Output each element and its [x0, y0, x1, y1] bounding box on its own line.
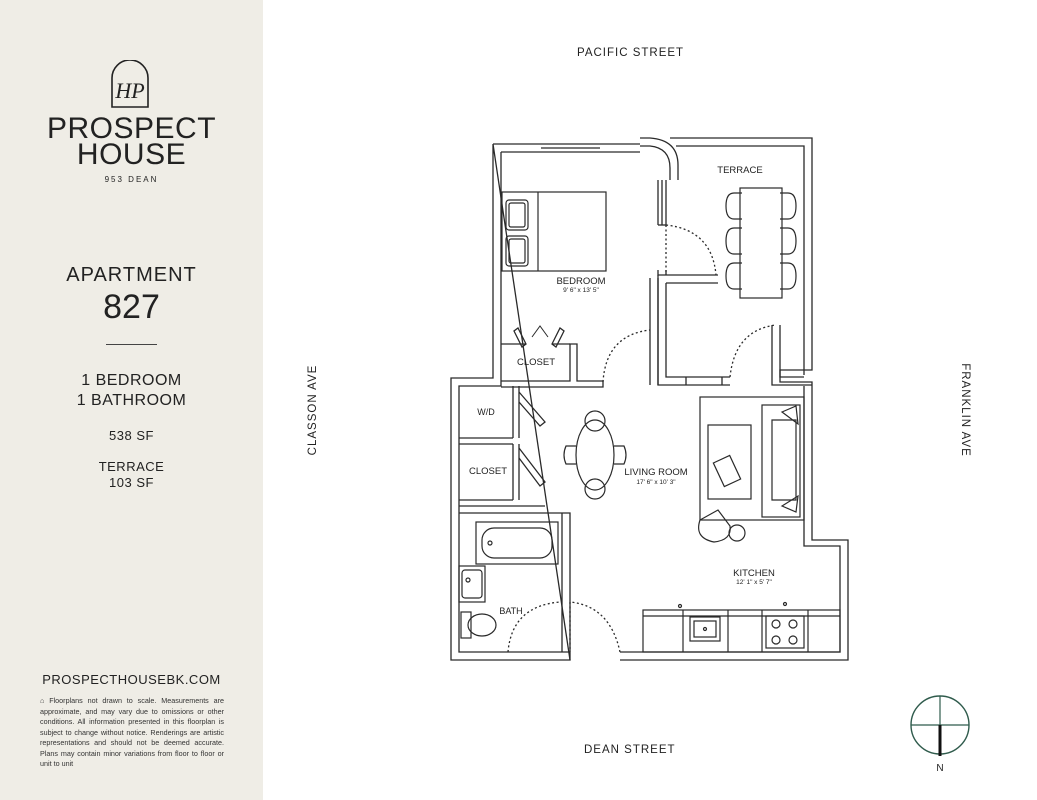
bay-corner [640, 137, 679, 180]
street-south: DEAN STREET [584, 744, 676, 756]
bed-icon [501, 191, 607, 272]
brand-name-line2: HOUSE [76, 138, 187, 171]
brand-address: 953 DEAN [104, 175, 159, 184]
brand-name-line1: PROSPECT [46, 112, 217, 145]
bathroom-count: 1 BATHROOM [76, 392, 187, 409]
room-dims-kitchen: 12' 1" x 5' 7" [736, 579, 772, 586]
website-link[interactable]: PROSPECTHOUSEBK.COM [42, 672, 221, 687]
disclaimer-text: ⌂ Floorplans not drawn to scale. Measure… [40, 696, 224, 768]
sidebar: HP PROSPECT HOUSE 953 DEAN APARTMENT 827… [0, 0, 263, 800]
kitchen-counter-icon [642, 601, 841, 653]
terrace-area: 103 SF [109, 475, 154, 490]
room-label-closet2: CLOSET [469, 466, 507, 477]
room-label-bedroom: BEDROOM [556, 276, 605, 287]
apartment-number: 827 [103, 288, 160, 326]
logo-monogram: HP [114, 78, 144, 103]
terrace-label: TERRACE [98, 459, 165, 474]
apartment-label: APARTMENT [66, 264, 197, 286]
room-label-kitchen: KITCHEN [733, 568, 775, 579]
bathtub-icon [475, 521, 559, 565]
divider [106, 344, 157, 345]
logo-icon: HP [111, 60, 149, 108]
terrace-table-icon [725, 187, 797, 299]
room-dims-living: 17' 6" x 10' 3" [636, 479, 676, 486]
street-north: PACIFIC STREET [577, 47, 685, 59]
bedroom-count: 1 BEDROOM [81, 372, 182, 389]
room-label-wd: W/D [477, 407, 495, 417]
bath-fixtures-icon [458, 565, 497, 639]
home-icon: ⌂ [40, 696, 50, 705]
sofa-icon [698, 396, 805, 543]
room-label-living: LIVING ROOM [624, 467, 687, 478]
room-label-bath: BATH [499, 606, 522, 616]
room-label-terrace: TERRACE [717, 165, 762, 176]
room-dims-bedroom: 9' 6" x 13' 5" [563, 287, 599, 294]
room-label-closet1: CLOSET [517, 357, 555, 368]
compass-label: N [936, 763, 943, 774]
compass-icon: N [910, 695, 970, 774]
unit-area: 538 SF [109, 428, 154, 443]
dining-table-icon [563, 410, 627, 500]
outer-wall-inner [458, 145, 841, 653]
outer-wall [450, 137, 849, 661]
